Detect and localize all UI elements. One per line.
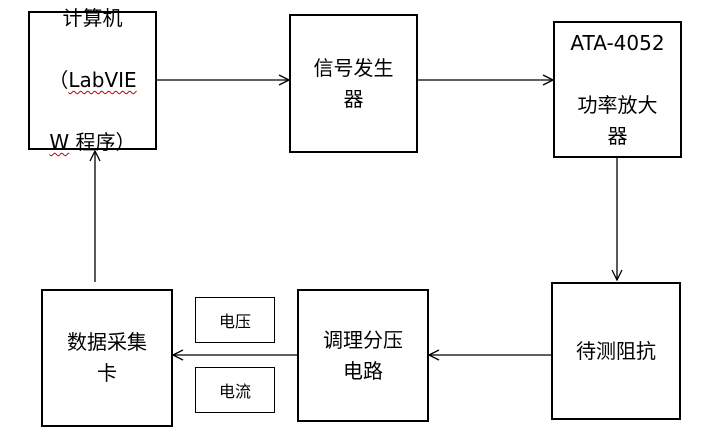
computer-node: 计算机 （LabVIE W 程序） — [28, 6, 157, 154]
computer-open-paren: （ — [48, 68, 69, 92]
daq-node: 数据采集 卡 — [41, 289, 173, 427]
computer-node-label: 计算机 （LabVIE W 程序） — [48, 0, 136, 189]
computer-line-1: 计算机 — [62, 6, 123, 30]
voltage-text: 电压 — [218, 312, 251, 331]
amplifier-node: ATA-4052 功率放大 器 — [553, 21, 682, 158]
computer-line-2: （LabVIE — [48, 65, 136, 96]
amplifier-label: 功率放大 器 — [577, 92, 658, 148]
impedance-label: 待测阻抗 — [576, 338, 656, 363]
computer-line-3: W 程序） — [48, 127, 136, 158]
daq-label: 数据采集 卡 — [67, 330, 147, 385]
amplifier-model: ATA-4052 — [570, 30, 665, 55]
conditioning-node: 调理分压 电路 — [297, 289, 429, 422]
impedance-node: 待测阻抗 — [551, 282, 681, 420]
conditioning-label: 调理分压 电路 — [323, 327, 403, 383]
current-text: 电流 — [218, 382, 251, 401]
signal-generator-label: 信号发生 器 — [313, 55, 394, 111]
signal-generator-node: 信号发生 器 — [289, 14, 418, 153]
computer-labview-w: W — [49, 130, 70, 154]
current-signal-label: 电流 — [195, 367, 275, 413]
amplifier-label-group: ATA-4052 功率放大 器 — [570, 0, 664, 183]
computer-labview-word: LabVIE — [68, 68, 137, 92]
voltage-signal-label: 电压 — [195, 297, 275, 343]
computer-program-word: 程序） — [69, 130, 136, 154]
